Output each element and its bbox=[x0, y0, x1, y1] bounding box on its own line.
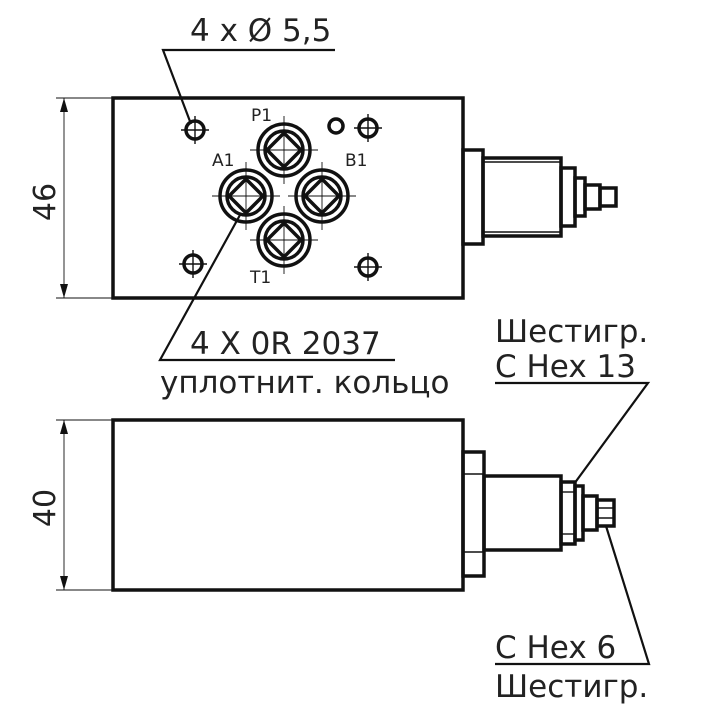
port-a1 bbox=[212, 162, 280, 230]
seal-leader bbox=[158, 214, 395, 362]
port-label-b1: B1 bbox=[345, 151, 367, 171]
port-label-t1: T1 bbox=[249, 268, 271, 288]
hex-large-title: Шестигр. bbox=[495, 314, 648, 350]
hex-large-leader bbox=[495, 381, 651, 485]
top-actuator bbox=[461, 148, 618, 246]
top-view: P1 A1 B1 T1 4 x Ø 5,5 4 X 0R 2037 уплотн… bbox=[28, 13, 618, 401]
mounting-hole bbox=[354, 114, 382, 142]
hex-small-leader bbox=[495, 525, 651, 666]
side-actuator bbox=[461, 450, 616, 578]
port-p1 bbox=[250, 116, 318, 184]
mounting-hole-leader bbox=[161, 48, 335, 125]
side-view: 40 Шестигр. C Hex 13 C Hex 6 Шестигр. bbox=[28, 314, 651, 705]
seal-label: 4 X 0R 2037 bbox=[190, 326, 381, 362]
top-body-outline bbox=[111, 96, 465, 300]
mounting-hole-label: 4 x Ø 5,5 bbox=[190, 13, 331, 49]
seal-caption: уплотнит. кольцо bbox=[160, 365, 449, 401]
mounting-hole bbox=[354, 253, 382, 281]
port-t1 bbox=[250, 206, 318, 274]
port-label-a1: A1 bbox=[212, 151, 234, 171]
hex-large-size: C Hex 13 bbox=[495, 349, 636, 385]
top-height-dimension: 46 bbox=[28, 97, 113, 299]
hex-small-title: Шестигр. bbox=[495, 669, 648, 705]
mounting-hole bbox=[179, 250, 207, 278]
hex-small-size: C Hex 6 bbox=[495, 630, 616, 666]
mounting-hole bbox=[181, 116, 209, 144]
top-height-value: 46 bbox=[28, 183, 63, 221]
port-b1 bbox=[288, 162, 356, 230]
port-label-p1: P1 bbox=[251, 106, 272, 126]
side-body-outline bbox=[111, 418, 465, 592]
locating-pin bbox=[327, 117, 345, 135]
side-height-dimension: 40 bbox=[28, 419, 113, 591]
side-height-value: 40 bbox=[28, 489, 63, 527]
